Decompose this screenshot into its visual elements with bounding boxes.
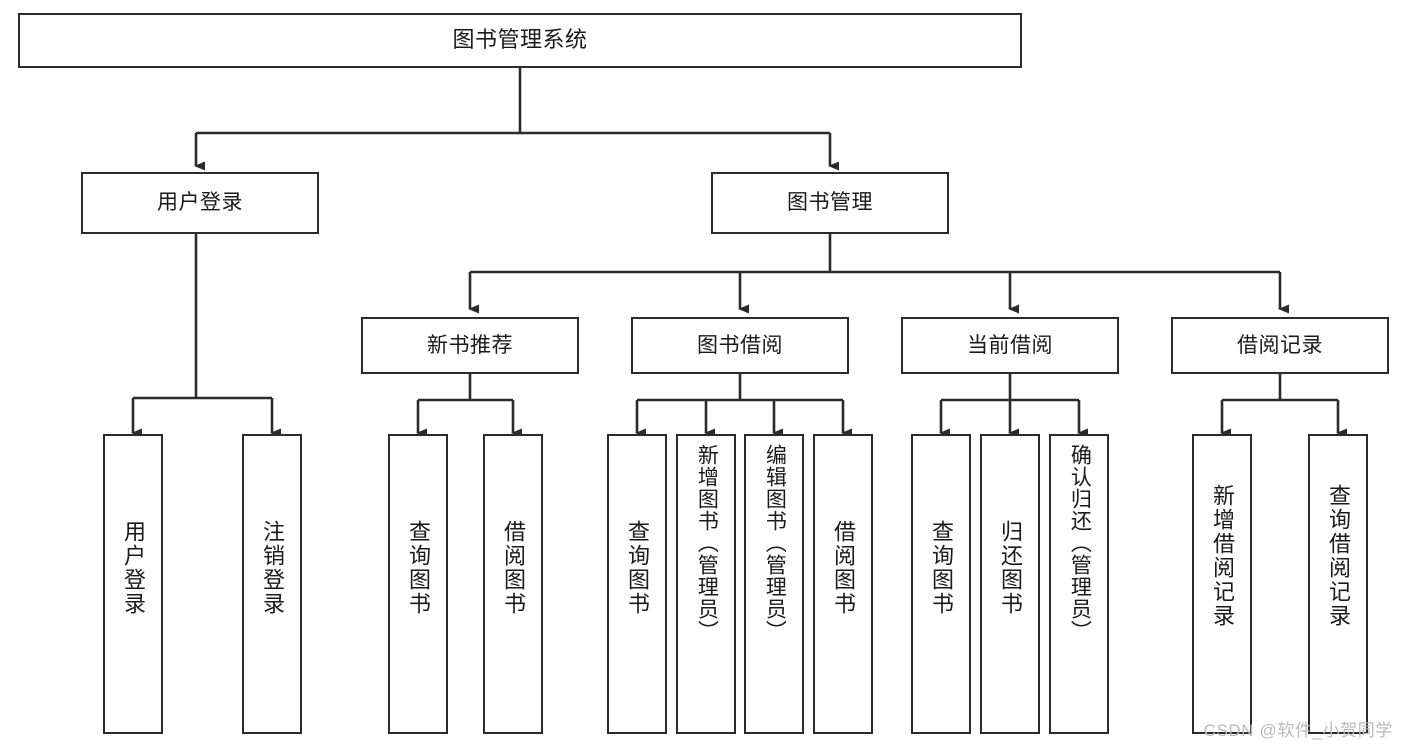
node-leaf-borrow-book-1[interactable]: 借阅图书 (483, 434, 543, 734)
node-book-manage-label: 图书管理 (787, 191, 873, 215)
node-leaf-return-book-label: 归还图书 (997, 520, 1023, 616)
node-root-label: 图书管理系统 (452, 27, 588, 53)
node-book-borrow-label: 图书借阅 (697, 333, 783, 357)
node-leaf-user-login-label: 用户登录 (120, 520, 146, 616)
node-leaf-add-record[interactable]: 新增借阅记录 (1192, 434, 1252, 734)
node-book-borrow[interactable]: 图书借阅 (631, 317, 849, 374)
node-leaf-edit-book[interactable]: 编辑图书（管理员） (744, 434, 804, 734)
node-leaf-add-book[interactable]: 新增图书（管理员） (676, 434, 736, 734)
node-leaf-query-book-3[interactable]: 查询图书 (911, 434, 971, 734)
node-leaf-confirm-return[interactable]: 确认归还（管理员） (1049, 434, 1109, 734)
node-leaf-return-book[interactable]: 归还图书 (980, 434, 1040, 734)
node-leaf-query-book-1-label: 查询图书 (405, 520, 431, 616)
node-current-borrow-label: 当前借阅 (967, 333, 1053, 357)
node-leaf-confirm-return-label: 确认归还（管理员） (1068, 444, 1092, 642)
node-new-book-rec-label: 新书推荐 (427, 333, 513, 357)
node-leaf-query-record-label: 查询借阅记录 (1325, 484, 1351, 628)
node-leaf-query-book-2[interactable]: 查询图书 (607, 434, 667, 734)
node-book-manage[interactable]: 图书管理 (711, 172, 949, 234)
node-leaf-query-book-1[interactable]: 查询图书 (388, 434, 448, 734)
node-leaf-logout-label: 注销登录 (259, 520, 285, 616)
node-borrow-record[interactable]: 借阅记录 (1171, 317, 1389, 374)
node-leaf-logout[interactable]: 注销登录 (242, 434, 302, 734)
node-leaf-query-book-3-label: 查询图书 (928, 520, 954, 616)
node-leaf-query-record[interactable]: 查询借阅记录 (1308, 434, 1368, 734)
node-new-book-rec[interactable]: 新书推荐 (361, 317, 579, 374)
node-root[interactable]: 图书管理系统 (18, 13, 1022, 68)
node-leaf-add-record-label: 新增借阅记录 (1209, 484, 1235, 628)
node-user-login[interactable]: 用户登录 (81, 172, 319, 234)
node-leaf-borrow-book-1-label: 借阅图书 (500, 520, 526, 616)
node-leaf-add-book-label: 新增图书（管理员） (695, 444, 719, 642)
node-leaf-borrow-book-2[interactable]: 借阅图书 (813, 434, 873, 734)
node-leaf-borrow-book-2-label: 借阅图书 (830, 520, 856, 616)
node-leaf-query-book-2-label: 查询图书 (624, 520, 650, 616)
node-borrow-record-label: 借阅记录 (1237, 333, 1323, 357)
node-leaf-edit-book-label: 编辑图书（管理员） (763, 444, 787, 642)
node-user-login-label: 用户登录 (157, 191, 243, 215)
node-leaf-user-login[interactable]: 用户登录 (103, 434, 163, 734)
node-current-borrow[interactable]: 当前借阅 (901, 317, 1119, 374)
